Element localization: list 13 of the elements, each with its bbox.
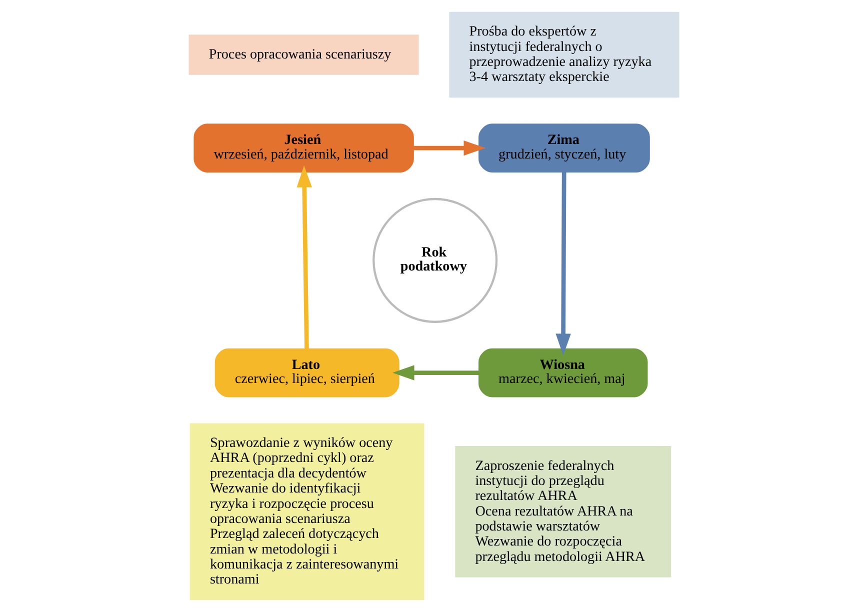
node-box: Zima grudzień, styczeń, luty [478, 124, 650, 172]
node-box: Sprawozdanie z wyników oceny AHRA (poprzedni cykl) oraz prezentacja dla decydentów Wezwanie do identyfikacji ryzyka i rozpoczęcie procesu opracowania scenariusza Przegląd zaleceń dotyczących zmian w metodologii i komunikacja z zainteresowanymi stronami [189, 423, 424, 600]
node-box: Wiosna marzec, kwiecień, maj [478, 348, 648, 398]
arrow [296, 166, 312, 349]
node-box: Zaproszenie federalnych instytucji do przeglądu rezultatów AHRA Ocena rezultatów AHRA na podstawie warsztatów Wezwanie do rozpoczęcia przeglądu metodologii AHRA [454, 446, 671, 578]
node-circle: Rok podatkowy [372, 198, 498, 323]
node-box: Proces opracowania scenariuszy [188, 34, 418, 75]
arrow [392, 365, 478, 380]
arrow [555, 172, 570, 356]
node-box: Jesień wrzesień, październik, listopad [193, 124, 414, 172]
node-box: Lato czerwiec, lipiec, sierpień [214, 348, 399, 398]
arrow [413, 140, 485, 156]
node-box: Prośba do ekspertów z instytucji federalnych o przeprowadzenie analizy ryzyka 3-4 warsztaty eksperckie [448, 12, 679, 98]
